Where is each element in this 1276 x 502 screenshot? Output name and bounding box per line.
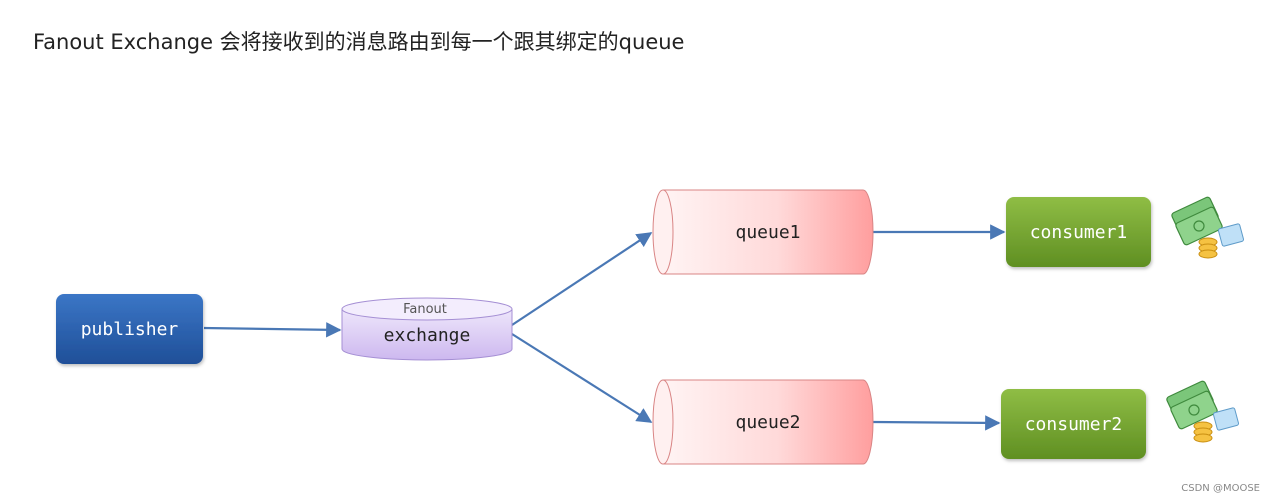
arrow-queue2-consumer2 xyxy=(872,415,1001,431)
queue2-label: queue2 xyxy=(735,412,800,433)
publisher-node: publisher xyxy=(56,294,203,364)
watermark: CSDN @MOOSE xyxy=(1181,483,1260,494)
queue2-node: queue2 xyxy=(652,379,874,465)
consumer2-label: consumer2 xyxy=(1025,414,1123,435)
arrow-publisher-exchange xyxy=(203,322,342,338)
money-icon xyxy=(1166,380,1240,443)
publisher-label: publisher xyxy=(81,319,179,340)
queue1-node: queue1 xyxy=(652,189,874,275)
consumer1-label: consumer1 xyxy=(1030,222,1128,243)
page-title: Fanout Exchange 会将接收到的消息路由到每一个跟其绑定的queue xyxy=(33,30,685,54)
exchange-type-label: Fanout xyxy=(403,302,447,317)
arrow-exchange-queue2 xyxy=(511,333,653,423)
consumer1-node: consumer1 xyxy=(1006,197,1151,267)
exchange-label: exchange xyxy=(384,325,471,346)
arrow-exchange-queue1 xyxy=(511,232,653,326)
money-icon xyxy=(1171,196,1245,259)
queue1-label: queue1 xyxy=(735,222,800,243)
exchange-node: Fanout exchange xyxy=(341,297,513,361)
consumer2-node: consumer2 xyxy=(1001,389,1146,459)
arrows xyxy=(203,224,1006,431)
